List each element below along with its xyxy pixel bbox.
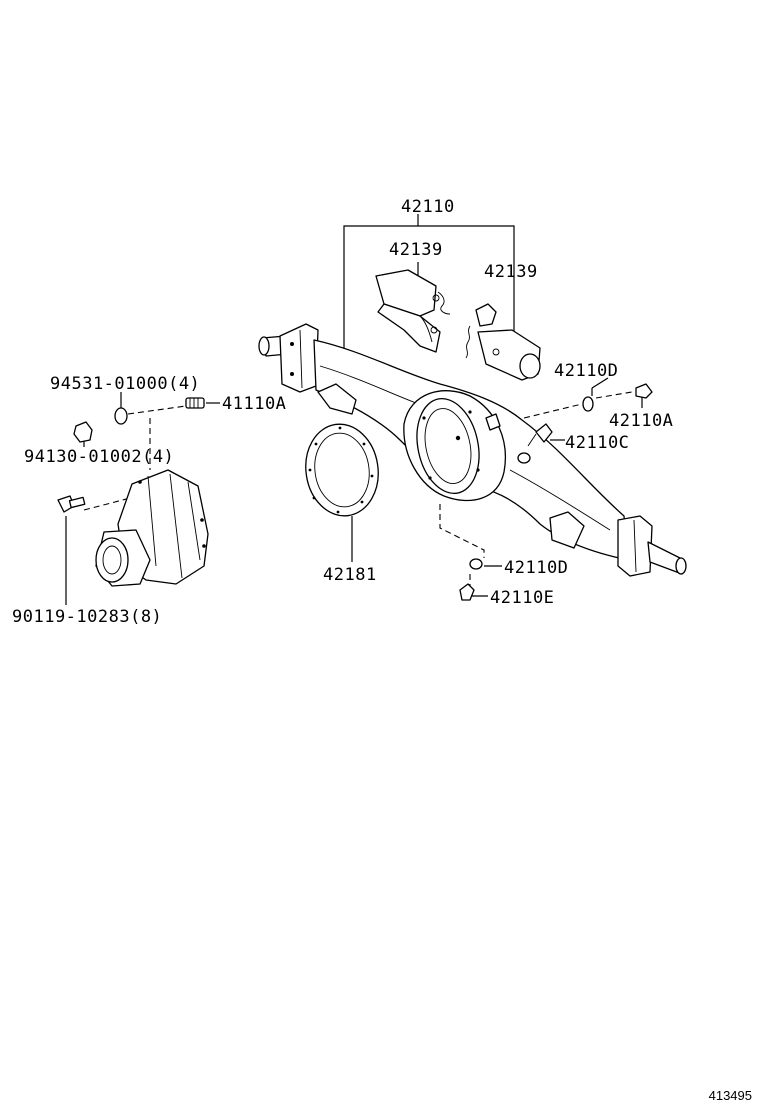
part-labels: 42110 42139 42139 42110D 42110A 42110C 9… [12, 197, 673, 627]
bracket-right [465, 303, 541, 381]
assembly-dashed-lines [83, 391, 633, 586]
label-42110e: 42110E [490, 588, 554, 608]
label-42139-left: 42139 [389, 240, 443, 260]
label-42181: 42181 [323, 565, 377, 585]
label-42139-right: 42139 [484, 262, 538, 282]
label-42110c: 42110C [565, 433, 629, 453]
label-42110: 42110 [401, 197, 455, 217]
label-90119: 90119-10283(8) [12, 607, 162, 627]
label-42110a-right: 42110A [609, 411, 673, 431]
bracket-left [375, 269, 451, 353]
label-94130: 94130-01002(4) [24, 447, 174, 467]
plug-42110e [459, 583, 475, 601]
label-42110d-bottom: 42110D [504, 558, 568, 578]
label-42110d-top: 42110D [554, 361, 618, 381]
diagram-reference-number: 413495 [709, 1088, 752, 1103]
washer-42110d-top [582, 396, 594, 412]
breather-42110c [527, 423, 553, 447]
washer-94531 [114, 407, 128, 425]
bolt-42110a [635, 383, 653, 399]
leader-lines [65, 214, 643, 605]
label-41110a: 41110A [222, 394, 286, 414]
washer-42110d-bottom [469, 558, 483, 570]
gasket [305, 423, 379, 517]
axle-housing [258, 323, 687, 577]
stud-41110a [185, 397, 205, 409]
differential-carrier [95, 469, 209, 587]
label-94531: 94531-01000(4) [50, 374, 200, 394]
bolt-90119 [57, 495, 86, 513]
nut-94130 [73, 421, 93, 443]
